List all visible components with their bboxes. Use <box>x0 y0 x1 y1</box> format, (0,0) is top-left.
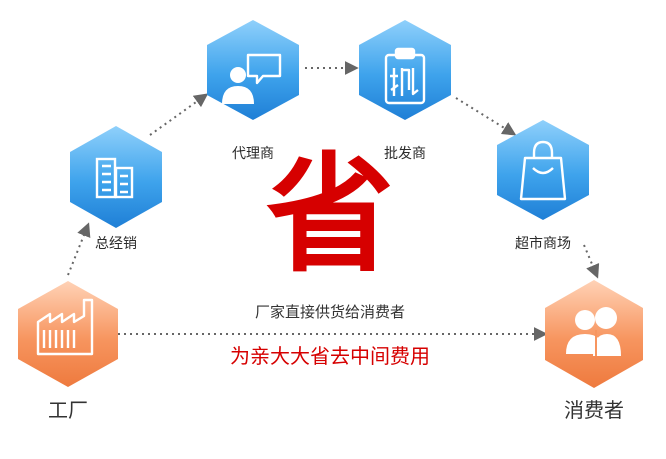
connectors <box>67 61 600 341</box>
supermarket-hexagon <box>497 120 589 220</box>
shopping-bag-icon <box>519 140 567 201</box>
distributor-label: 总经销 <box>95 236 137 252</box>
factory-label: 工厂 <box>48 398 88 422</box>
node-agent <box>207 20 299 120</box>
factory-icon <box>36 298 94 356</box>
wholesaler-label: 批发商 <box>384 146 426 162</box>
save-cost-text: 为亲大大省去中间费用 <box>230 344 430 368</box>
person-chat-icon <box>222 53 282 104</box>
supermarket-label: 超市商场 <box>515 236 571 252</box>
node-wholesaler <box>359 20 451 120</box>
agent-hexagon <box>207 20 299 120</box>
clipboard-pi-icon <box>384 47 426 105</box>
node-distributor <box>70 126 162 228</box>
consumer-hexagon <box>545 280 643 388</box>
building-icon <box>95 157 134 199</box>
connector-distributor-agent <box>149 93 209 136</box>
connector-wholesaler-supermarket <box>455 97 517 136</box>
node-factory <box>18 281 118 387</box>
agent-label: 代理商 <box>232 146 274 162</box>
node-supermarket <box>497 120 589 220</box>
consumer-label: 消费者 <box>564 398 624 422</box>
direct-supply-text: 厂家直接供货给消费者 <box>254 303 405 321</box>
users-icon <box>566 307 621 356</box>
node-consumer <box>545 280 643 388</box>
save-character: 省 <box>265 140 394 290</box>
